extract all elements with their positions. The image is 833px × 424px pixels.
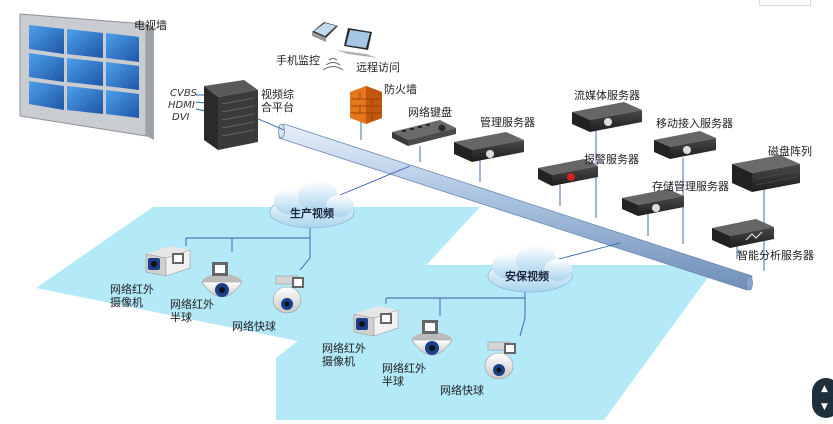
production-zone-title: 生产视频 (290, 207, 334, 220)
mobile-monitor-label: 手机监控 (276, 54, 320, 67)
production-ir-dome-label: 网络红外 半球 (170, 298, 214, 324)
tv-wall-screens (29, 25, 139, 118)
wireless-signal-icon (322, 58, 344, 71)
network-keyboard-icon (392, 120, 456, 146)
video-platform-label: 视频综 合平台 (261, 88, 294, 114)
tv-wall (19, 13, 154, 140)
production-cloud-icon (269, 181, 355, 229)
storage-mgmt-server-label: 存储管理服务器 (652, 180, 729, 193)
mgmt-server-label: 管理服务器 (480, 116, 535, 129)
security-zone-title: 安保视频 (505, 270, 549, 283)
production-ir-camera-label: 网络红外 摄像机 (110, 283, 154, 309)
security-ir-camera-icon (353, 306, 399, 337)
firewall-label: 防火墙 (384, 83, 417, 96)
stream-server-label: 流媒体服务器 (574, 89, 640, 102)
production-speed-dome-icon (272, 275, 304, 314)
mgmt-server-icon (454, 132, 524, 162)
video-platform-device (204, 80, 258, 150)
mobile-access-server-label: 移动接入服务器 (656, 117, 733, 130)
security-speed-dome-label: 网络快球 (440, 384, 484, 397)
remote-access-label: 远程访问 (356, 61, 400, 74)
phone-device (312, 22, 338, 42)
disk-array-icon (732, 155, 800, 192)
alarm-server-icon (538, 159, 598, 186)
security-ir-dome-icon (411, 320, 453, 356)
scroll-down-icon[interactable]: ▼ (821, 402, 828, 412)
laptop-device (336, 28, 378, 58)
security-cloud-icon (487, 245, 573, 293)
top-edge-marker (759, 0, 811, 6)
stream-server-icon (572, 102, 642, 132)
production-ir-dome-icon (201, 262, 243, 298)
dvi-label: DVI (172, 112, 190, 123)
security-speed-dome-icon (484, 341, 516, 380)
alarm-server-label: 报警服务器 (584, 153, 639, 166)
security-ir-camera-label: 网络红外 摄像机 (322, 342, 366, 368)
disk-array-label: 磁盘阵列 (768, 145, 812, 158)
cvbs-label: CVBS (170, 88, 198, 99)
production-speed-dome-label: 网络快球 (232, 320, 276, 333)
mobile-access-server-icon (654, 131, 716, 159)
scroll-up-icon[interactable]: ▲ (821, 384, 828, 394)
production-ir-camera-icon (145, 246, 191, 277)
analysis-server-label: 智能分析服务器 (737, 249, 814, 262)
tv-wall-label: 电视墙 (134, 19, 167, 32)
network-keyboard-label: 网络键盘 (408, 106, 452, 119)
hdmi-label: HDMI (168, 100, 195, 111)
network-backbone (278, 123, 753, 291)
security-ir-dome-label: 网络红外 半球 (382, 362, 426, 388)
scroll-nav-widget[interactable]: ▲ ▼ (812, 378, 833, 418)
firewall-icon (350, 86, 382, 124)
analysis-server-icon (712, 219, 774, 248)
storage-mgmt-server-icon (622, 189, 684, 216)
